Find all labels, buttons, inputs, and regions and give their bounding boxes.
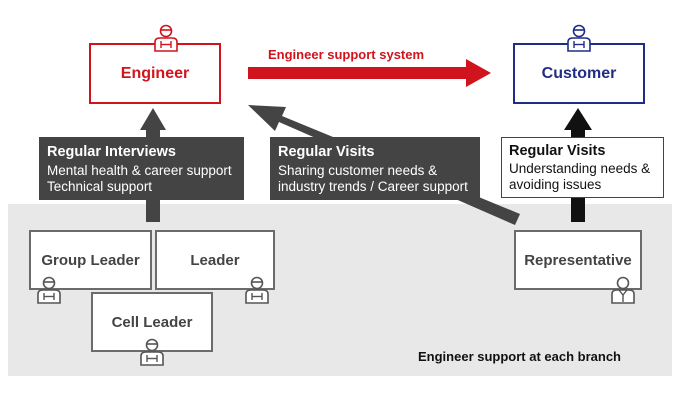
customer-person-icon <box>567 24 591 52</box>
regular-visits-panel: Regular Visits Sharing customer needs & … <box>270 137 480 200</box>
rep-visits-line-2: avoiding issues <box>509 177 602 192</box>
representative-visits-panel: Regular Visits Understanding needs & avo… <box>501 137 664 198</box>
engineer-box: Engineer <box>89 43 221 104</box>
visits-line-1: Sharing customer needs & <box>278 163 438 178</box>
rep-visits-line-1: Understanding needs & <box>509 161 651 176</box>
customer-box: Customer <box>513 43 645 104</box>
engineer-person-icon <box>154 24 178 52</box>
interviews-title: Regular Interviews <box>47 144 176 160</box>
leader-label: Leader <box>190 251 240 269</box>
representative-label: Representative <box>524 251 632 269</box>
cell-leader-person-icon <box>140 338 164 366</box>
group-leader-label: Group Leader <box>41 251 140 269</box>
visits-title: Regular Visits <box>278 144 375 160</box>
interviews-line-1: Mental health & career support <box>47 163 232 178</box>
rep-visits-title: Regular Visits <box>509 143 606 159</box>
visits-line-2: industry trends / Career support <box>278 179 468 194</box>
support-system-label: Engineer support system <box>268 47 425 62</box>
customer-label: Customer <box>541 64 617 82</box>
representative-person-icon <box>611 276 635 304</box>
cell-leader-label: Cell Leader <box>111 313 193 331</box>
engineer-label: Engineer <box>120 64 190 82</box>
regular-interviews-panel: Regular Interviews Mental health & caree… <box>39 137 244 200</box>
branch-support-label: Engineer support at each branch <box>418 349 621 364</box>
interviews-line-2: Technical support <box>47 179 153 194</box>
support-system-arrow <box>248 59 491 87</box>
leader-person-icon <box>245 276 269 304</box>
group-leader-person-icon <box>37 276 61 304</box>
